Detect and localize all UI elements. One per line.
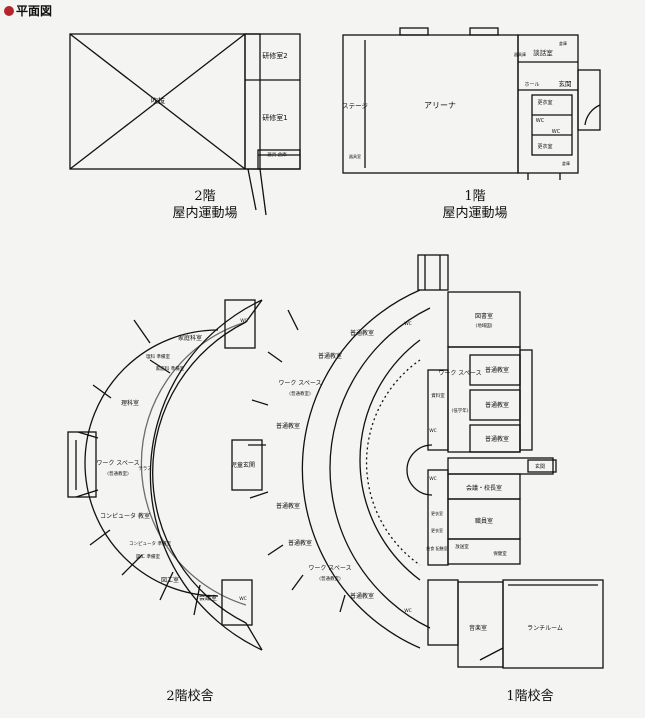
gym1-room-label: アリーナ xyxy=(424,101,456,110)
school1-room-label: 音楽室 xyxy=(469,624,487,632)
school1-room-label: 保健室 xyxy=(493,550,507,557)
gym2-room-label: 器具 倉庫 xyxy=(267,151,287,158)
school1-room-label: 普通教室 xyxy=(485,366,509,374)
school1-room-label: 放送室 xyxy=(455,543,469,550)
school2-labels: 家庭科室 理科 準備室 家庭科 準備室 理科室 ワーク スペース (普通教室) … xyxy=(96,318,247,602)
school1-room-label: (普通教室) xyxy=(319,575,341,582)
school1-room-label: WC xyxy=(404,321,412,327)
gym2-labels: 吹抜 研修室2 研修室1 器具 倉庫 xyxy=(151,51,288,158)
school1-room-label: 普通教室 xyxy=(350,329,374,337)
school1-room-label: (地域図) xyxy=(475,322,492,329)
school1-room-label: ワーク スペース xyxy=(308,565,351,572)
school2-room-label: 家庭科室 xyxy=(178,334,202,342)
gym2-room-label: 研修室2 xyxy=(262,51,287,60)
school1-plan xyxy=(231,254,604,669)
school1-room-label: 図書室 xyxy=(475,312,493,320)
school1-room-label: 普通教室 xyxy=(288,539,312,547)
gym2-plan xyxy=(69,33,301,216)
school2-room-label: コンピュータ 教室 xyxy=(100,512,150,520)
school2-plan xyxy=(67,299,263,651)
gym1-room-label: ホール xyxy=(524,82,539,88)
school2-room-label: WC xyxy=(239,596,247,602)
title-text: 平面図 xyxy=(16,4,53,18)
school1-room-label: ワーク スペース xyxy=(438,370,481,377)
gym2-building: 屋内運動場 xyxy=(172,206,238,221)
gym1-room-label: ステージ xyxy=(342,102,368,110)
school2-room-label: 理科 準備室 xyxy=(146,353,170,360)
gym1-building: 屋内運動場 xyxy=(442,206,508,221)
gym1-caption: 1階 屋内運動場 xyxy=(420,188,530,222)
school1-room-label: WC xyxy=(429,428,437,434)
school2-room-label: WC xyxy=(240,318,248,324)
school1-room-label: WC xyxy=(429,476,437,482)
school1-room-label: 普通教室 xyxy=(350,592,374,600)
school1-room-label: 普通教室 xyxy=(318,352,342,360)
school1-room-label: ランチルーム xyxy=(527,625,563,632)
school1-room-label: 資料室 xyxy=(431,392,445,399)
gym1-room-label: WC xyxy=(552,129,561,135)
school1-room-label: 普通教室 xyxy=(276,502,300,510)
gym1-room-label: 更衣室 xyxy=(537,143,552,150)
gym1-room-label: 更衣室 xyxy=(537,99,552,106)
gym1-room-label: 談話室 xyxy=(533,48,553,57)
gym1-room-label: WC xyxy=(536,118,545,124)
school1-room-label: 更衣室 xyxy=(431,527,443,533)
school2-caption: 2階校舎 xyxy=(166,689,214,704)
school1-room-label: 更衣室 xyxy=(431,510,443,516)
gym2-room-label: 研修室1 xyxy=(262,113,287,122)
school1-room-label: (普通教室) xyxy=(289,390,311,397)
school1-room-label: 給食 配膳室 xyxy=(426,545,447,551)
school1-room-label: 職員室 xyxy=(475,517,493,525)
school1-room-label: 玄関 xyxy=(535,463,545,470)
gym2-room-label: 吹抜 xyxy=(151,96,165,105)
school1-room-label: 会議・校長室 xyxy=(466,484,502,492)
school1-room-label: 普通教室 xyxy=(276,422,300,430)
school2-room-label: 家庭科 準備室 xyxy=(156,365,185,372)
gym2-caption: 2階 屋内運動場 xyxy=(150,188,260,222)
school1-caption: 1階校舎 xyxy=(506,689,554,704)
gym1-room-label: 玄関 xyxy=(559,79,572,88)
school1-room-label: 児童玄関 xyxy=(231,461,255,469)
school2-room-label: 図工 準備室 xyxy=(136,553,160,560)
school1-room-label: WC xyxy=(404,608,412,614)
gym1-room-label: 倉庫 xyxy=(559,40,567,46)
school2-room-label: 理科室 xyxy=(121,399,139,407)
school2-room-label: コンピュータ 準備室 xyxy=(129,540,171,547)
school2-room-label: テラス xyxy=(138,466,152,472)
gym1-floor: 1階 xyxy=(464,189,486,204)
school2-room-label: (普通教室) xyxy=(107,470,129,477)
title-bullet-icon xyxy=(4,5,14,16)
school1-room-label: 普通教室 xyxy=(485,401,509,409)
gym1-plan xyxy=(342,27,601,180)
school2-room-label: ワーク スペース xyxy=(96,460,139,467)
school2-room-label: 会議室 xyxy=(199,594,217,602)
gym1-room-label: 器具庫 xyxy=(514,51,526,57)
school1-labels: 普通教室 普通教室 ワーク スペース (普通教室) 普通教室 児童玄関 普通教室… xyxy=(231,312,563,632)
gym1-room-label: 倉庫 xyxy=(562,160,570,166)
school1-room-label: ワーク スペース xyxy=(278,380,321,387)
gym1-room-label: 器具室 xyxy=(349,153,361,159)
school1-room-label: (低学年) xyxy=(451,407,468,414)
page-title: 平面図 xyxy=(4,2,52,19)
gym2-floor: 2階 xyxy=(194,189,216,204)
gym1-labels: ステージ アリーナ 談話室 器具庫 ホール 玄関 更衣室 WC WC 更衣室 器… xyxy=(342,40,571,166)
school1-room-label: 普通教室 xyxy=(485,435,509,443)
school2-room-label: 図工室 xyxy=(161,576,179,584)
